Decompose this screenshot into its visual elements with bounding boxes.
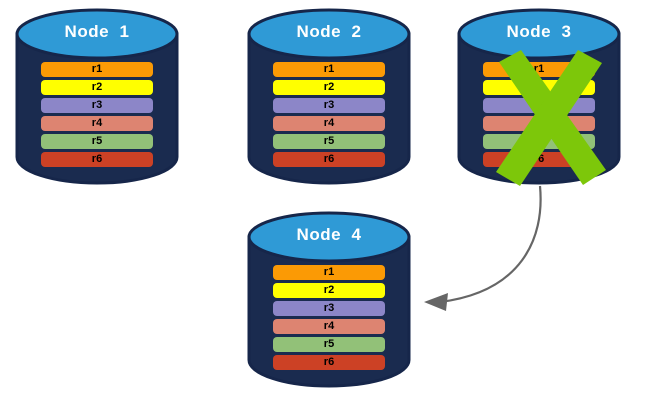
- row-r3: r3: [483, 98, 595, 113]
- row-r2: r2: [483, 80, 595, 95]
- row-r4: r4: [483, 116, 595, 131]
- node-cylinder-4[interactable]: Node 4 r1 r2 r3 r4 r5 r6: [247, 211, 411, 388]
- row-r1: r1: [41, 62, 153, 77]
- row-r5: r5: [273, 337, 385, 352]
- row-r3: r3: [273, 98, 385, 113]
- node-cylinder-1[interactable]: Node 1 r1 r2 r3 r4 r5 r6: [15, 8, 179, 185]
- row-r5: r5: [483, 134, 595, 149]
- row-r2: r2: [41, 80, 153, 95]
- replication-arrow-curve: [439, 185, 542, 304]
- row-r2: r2: [273, 283, 385, 298]
- row-list-2: r1 r2 r3 r4 r5 r6: [273, 62, 385, 167]
- row-r3: r3: [41, 98, 153, 113]
- row-r5: r5: [41, 134, 153, 149]
- row-r1: r1: [273, 62, 385, 77]
- row-r4: r4: [273, 116, 385, 131]
- row-r6: r6: [483, 152, 595, 167]
- row-r1: r1: [273, 265, 385, 280]
- row-list-1: r1 r2 r3 r4 r5 r6: [41, 62, 153, 167]
- row-r4: r4: [41, 116, 153, 131]
- row-r6: r6: [273, 152, 385, 167]
- replication-arrow-head: [424, 293, 448, 311]
- node-cylinder-2[interactable]: Node 2 r1 r2 r3 r4 r5 r6: [247, 8, 411, 185]
- row-r2: r2: [273, 80, 385, 95]
- row-r1: r1: [483, 62, 595, 77]
- row-r6: r6: [273, 355, 385, 370]
- row-list-3: r1 r2 r3 r4 r5 r6: [483, 62, 595, 167]
- row-list-4: r1 r2 r3 r4 r5 r6: [273, 265, 385, 370]
- row-r6: r6: [41, 152, 153, 167]
- row-r5: r5: [273, 134, 385, 149]
- node-cylinder-3[interactable]: Node 3 r1 r2 r3 r4 r5 r6: [457, 8, 621, 185]
- row-r4: r4: [273, 319, 385, 334]
- row-r3: r3: [273, 301, 385, 316]
